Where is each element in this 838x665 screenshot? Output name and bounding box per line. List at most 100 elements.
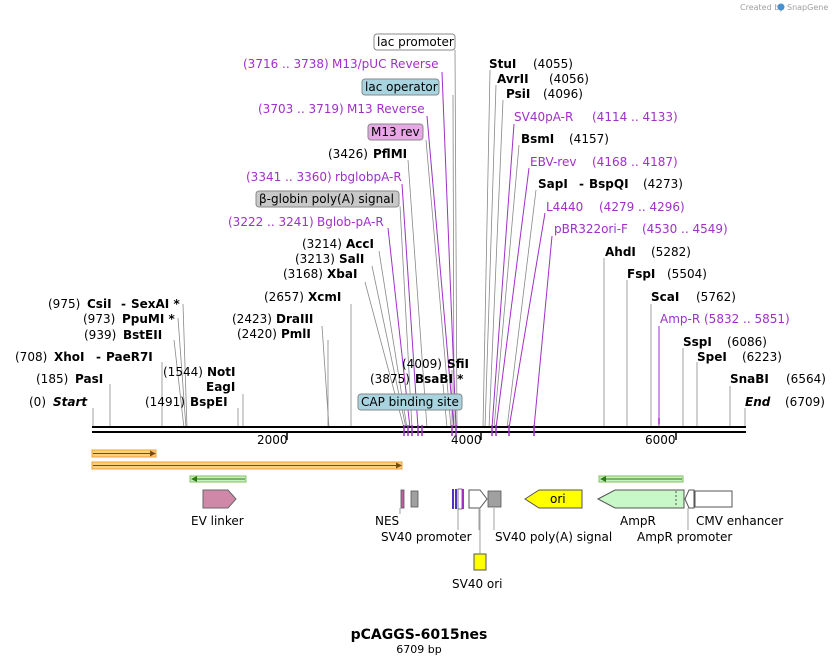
brand-text: SnapGene xyxy=(787,3,828,12)
m13puc-reverse-position: (3716 .. 3738) xyxy=(243,57,329,71)
bsaBI-label[interactable]: BsaBI * xyxy=(415,372,464,386)
ppuMI-label[interactable]: PpuMI * xyxy=(122,312,176,326)
bspQI-label[interactable]: BspQI xyxy=(589,177,629,191)
enzyme-separator: - xyxy=(96,350,101,364)
m13-rev-box[interactable]: M13 rev xyxy=(367,123,424,141)
sv40-promoter-feature[interactable] xyxy=(452,488,464,510)
scaI-position: (5762) xyxy=(696,290,736,304)
xbaI-label[interactable]: XbaI xyxy=(327,267,357,281)
cap-site-box[interactable]: CAP binding site xyxy=(357,393,463,411)
sapI-label[interactable]: SapI xyxy=(538,177,568,191)
tick-6000: 6000 xyxy=(645,433,676,447)
end-position: (6709) xyxy=(785,395,825,409)
rbglobpa-label[interactable]: rbglobpA-R xyxy=(335,170,402,184)
accI-position: (3214) xyxy=(302,237,342,251)
accI-label[interactable]: AccI xyxy=(346,237,374,251)
bglobpa-label[interactable]: Bglob-pA-R xyxy=(317,215,384,229)
sexAI-label[interactable]: SexAI * xyxy=(131,297,180,311)
eagI-label[interactable]: EagI xyxy=(206,380,235,394)
salI-label[interactable]: SalI xyxy=(339,252,364,266)
rbglobpa-position: (3341 .. 3360) xyxy=(246,170,332,184)
ebv-rev-label[interactable]: EBV-rev xyxy=(530,155,576,169)
xcmI-label[interactable]: XcmI xyxy=(308,290,341,304)
notI-label[interactable]: NotI xyxy=(207,365,236,379)
snaBI-position: (6564) xyxy=(786,372,826,386)
pmlI-label[interactable]: PmlI xyxy=(281,327,311,341)
fspI-position: (5504) xyxy=(667,267,707,281)
ampr-promoter-label: AmpR promoter xyxy=(637,530,732,544)
cap-site-label: CAP binding site xyxy=(361,395,459,409)
pflMI-label[interactable]: PflMI xyxy=(373,147,407,161)
lac-promoter-box[interactable]: lac promoter xyxy=(373,33,456,51)
ahdI-label[interactable]: AhdI xyxy=(605,245,636,259)
ori-feature[interactable]: ori xyxy=(524,489,583,509)
xhoI-label[interactable]: XhoI xyxy=(54,350,85,364)
salI-position: (3213) xyxy=(295,252,335,266)
fspI-label[interactable]: FspI xyxy=(627,267,655,281)
credit-text: Created by xyxy=(740,3,784,12)
bstEII-position: (939) xyxy=(84,328,116,342)
beta-globin-box[interactable]: β-globin poly(A) signal xyxy=(255,190,400,208)
ori-label: ori xyxy=(550,492,566,506)
notI-position: (1544) xyxy=(163,365,203,379)
ahdI-position: (5282) xyxy=(651,245,691,259)
draIII-label[interactable]: DraIII xyxy=(276,312,313,326)
bglobpa-position: (3222 .. 3241) xyxy=(228,215,314,229)
stuI-label[interactable]: StuI xyxy=(489,57,516,71)
bstEII-label[interactable]: BstEII xyxy=(123,328,162,342)
start-position: (0) xyxy=(29,395,46,409)
enzyme-separator: - xyxy=(121,297,126,311)
white-arrow-feature[interactable] xyxy=(468,489,488,509)
pbr322-label[interactable]: pBR322ori-F xyxy=(554,222,628,236)
speI-position: (6223) xyxy=(742,350,782,364)
lac-operator-box[interactable]: lac operator xyxy=(361,78,440,96)
tick-2000: 2000 xyxy=(257,433,288,447)
ev-linker-feature[interactable] xyxy=(202,489,237,509)
psiI-label[interactable]: PsiI xyxy=(506,87,530,101)
m13puc-reverse-label[interactable]: M13/pUC Reverse xyxy=(332,57,439,71)
sv40-polya-feature[interactable] xyxy=(487,490,502,508)
xcmI-position: (2657) xyxy=(264,290,304,304)
orf-arrow-long[interactable] xyxy=(91,461,403,470)
orf-arrow-short[interactable] xyxy=(91,449,157,458)
sfiI-label[interactable]: SfiI xyxy=(447,357,469,371)
sspI-label[interactable]: SspI xyxy=(683,335,712,349)
scaI-label[interactable]: ScaI xyxy=(651,290,679,304)
ampr-primer-position: (5832 .. 5851) xyxy=(704,312,790,326)
paeR7I-label[interactable]: PaeR7I xyxy=(106,350,153,364)
primer-leader-lines xyxy=(387,71,660,429)
end-label: End xyxy=(745,395,771,409)
enzyme-leader-lines xyxy=(92,49,746,429)
orf-arrow-green-right[interactable] xyxy=(598,475,684,483)
m13-reverse-label[interactable]: M13 Reverse xyxy=(347,102,425,116)
cmv-enhancer-feature[interactable] xyxy=(694,490,733,508)
avrII-label[interactable]: AvrII xyxy=(497,72,529,86)
ampr-primer-label[interactable]: Amp-R xyxy=(660,312,700,326)
orf-arrow-green-left[interactable] xyxy=(189,475,247,483)
beta-globin-label: β-globin poly(A) signal xyxy=(259,192,394,206)
ampr-feature[interactable] xyxy=(596,489,685,509)
ampr-promoter-feature[interactable] xyxy=(684,489,695,509)
site-markers xyxy=(403,418,660,436)
sv40-promoter-label: SV40 promoter xyxy=(381,530,472,544)
bsmI-position: (4157) xyxy=(569,132,609,146)
csiI-label[interactable]: CsiI xyxy=(87,297,112,311)
sv40-ori-feature[interactable] xyxy=(473,553,487,571)
snapgene-logo-icon xyxy=(777,3,785,11)
pasI-label[interactable]: PasI xyxy=(75,372,103,386)
gray-feature-small[interactable] xyxy=(410,490,419,508)
sv40pa-label[interactable]: SV40pA-R xyxy=(514,110,573,124)
bsmI-label[interactable]: BsmI xyxy=(521,132,554,146)
speI-label[interactable]: SpeI xyxy=(697,350,727,364)
snaBI-label[interactable]: SnaBI xyxy=(730,372,769,386)
bspEI-position: (1491) xyxy=(145,395,185,409)
nes-feature[interactable] xyxy=(400,489,405,509)
map-subtitle: 6709 bp xyxy=(396,643,441,656)
lac-promoter-label: lac promoter xyxy=(377,35,454,49)
pasI-position: (185) xyxy=(36,372,68,386)
m13-rev-label: M13 rev xyxy=(371,125,420,139)
ampr-label: AmpR xyxy=(620,514,656,528)
l4440-label[interactable]: L4440 xyxy=(546,200,583,214)
bspEI-label[interactable]: BspEI xyxy=(190,395,228,409)
xhoI-position: (708) xyxy=(15,350,47,364)
